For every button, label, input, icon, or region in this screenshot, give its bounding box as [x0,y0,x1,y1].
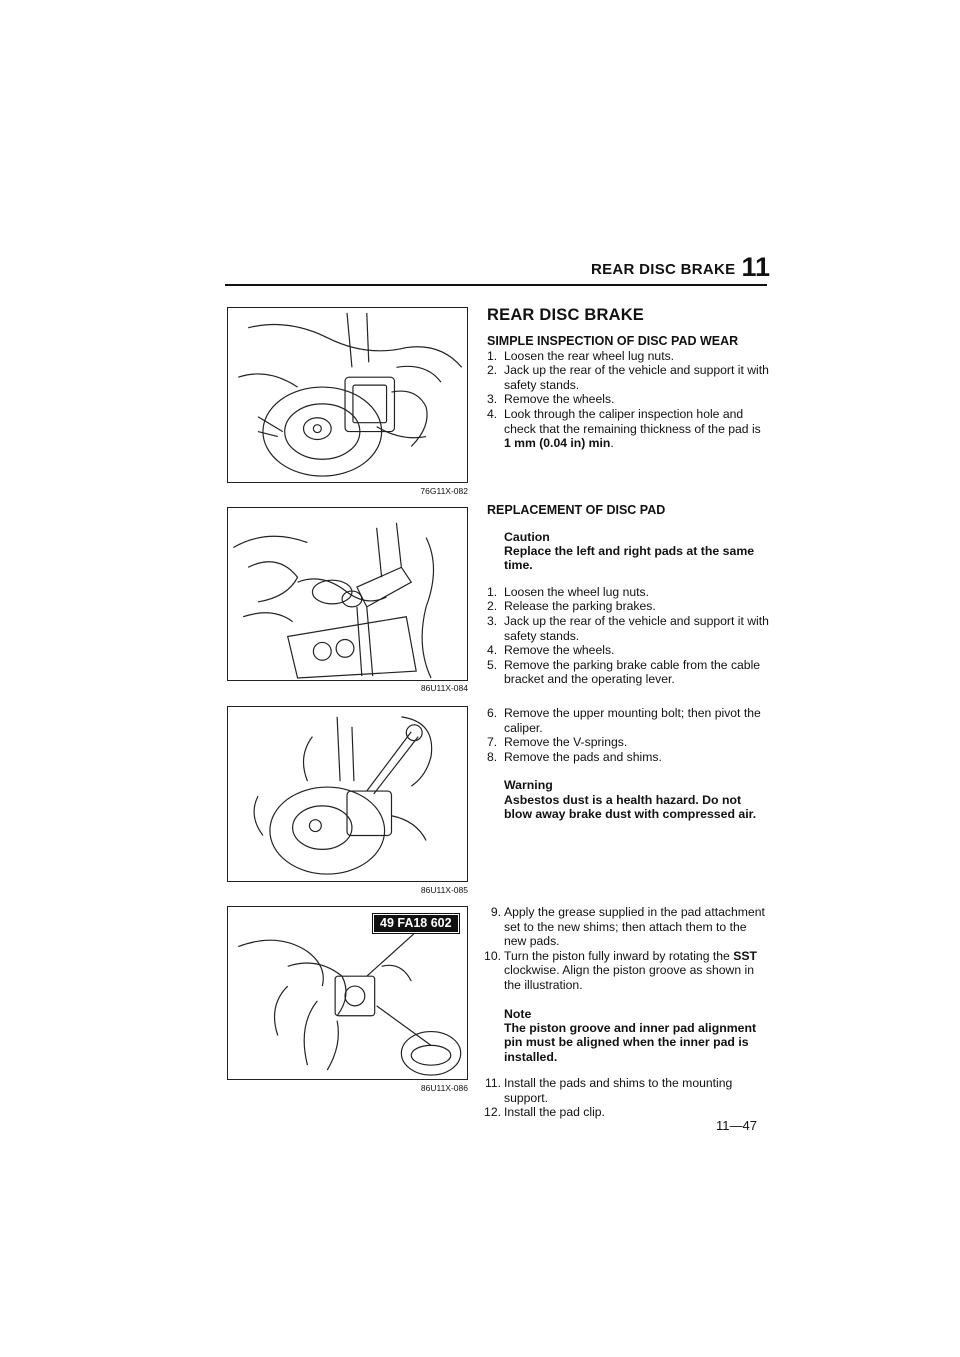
list-item: 7.Remove the V-springs. [487,735,628,750]
header-title: REAR DISC BRAKE [590,261,736,278]
caution-block: Caution Replace the left and right pads … [504,530,769,573]
list-item: 5.Remove the parking brake cable from th… [487,657,761,687]
inspection-section: SIMPLE INSPECTION OF DISC PAD WEAR 1.Loo… [487,334,769,451]
list-item: 8.Remove the pads and shims. [487,749,662,764]
warning-label: Warning [504,778,553,793]
list-item: 3.Jack up the rear of the vehicle and su… [487,614,769,643]
caution-label: Caution [504,529,550,544]
replacement-steps-b-section: 6.Remove the upper mounting bolt; then p… [487,706,769,822]
replacement-heading: REPLACEMENT OF DISC PAD [487,503,666,517]
brake-assembly-illustration [238,312,463,477]
replacement-section: REPLACEMENT OF DISC PAD Caution Replace … [487,503,769,687]
list-item: 3.Remove the wheels. [487,392,615,407]
list-item: 1.Loosen the wheel lug nuts. [487,584,650,599]
parking-cable-illustration [233,522,435,679]
note-label: Note [504,1006,532,1021]
replacement-steps-11-12: 11.Install the pads and shims to the mou… [479,1076,769,1120]
sst-tool-number: 49 FA18 602 [372,913,460,934]
chapter-number: 11 [741,252,770,282]
list-item: 1.Loosen the rear wheel lug nuts. [487,348,675,363]
list-item: 11.Install the pads and shims to the mou… [484,1076,733,1105]
inspection-steps: 1.Loosen the rear wheel lug nuts. 2.Jack… [487,349,769,451]
note-block: Note The piston groove and inner pad ali… [504,1007,769,1065]
list-item: 2.Release the parking brakes. [487,599,656,614]
figure-parking-cable-removal [227,507,468,681]
caliper-pivot-illustration [253,716,433,875]
page-number: 11—47 [716,1118,757,1133]
figure-caliper-pivot [227,706,468,882]
list-item: 9.Apply the grease supplied in the pad a… [490,905,765,949]
figure-2-caption: 86U11X-084 [420,683,468,693]
figure-disc-brake-inspection [227,307,468,483]
replacement-steps-c-section: 9.Apply the grease supplied in the pad a… [479,905,769,1120]
replacement-steps-b: 6.Remove the upper mounting bolt; then p… [487,706,769,764]
list-item: 2.Jack up the rear of the vehicle and su… [487,363,769,392]
header-rule [225,284,767,286]
list-item: 12.Install the pad clip. [484,1105,605,1120]
page-header: REAR DISC BRAKE 11 [560,252,770,283]
list-item: 10.Turn the piston fully inward by rotat… [484,948,757,992]
list-item: 6.Remove the upper mounting bolt; then p… [487,706,761,735]
figure-piston-rotation [227,906,468,1080]
inspection-heading: SIMPLE INSPECTION OF DISC PAD WEAR [487,334,739,348]
section-title: REAR DISC BRAKE [487,306,645,324]
note-text: The piston groove and inner pad alignmen… [504,1020,757,1064]
list-item: 4.Look through the caliper inspection ho… [487,406,761,451]
replacement-steps-9-10: 9.Apply the grease supplied in the pad a… [479,905,769,993]
figure-1-caption: 76G11X-082 [420,486,468,496]
piston-rotation-illustration [238,931,462,1076]
sst-tool-label: 49 FA18 602 [372,913,460,934]
warning-text: Asbestos dust is a health hazard. Do not… [504,792,757,822]
warning-block: Warning Asbestos dust is a health hazard… [504,778,769,821]
list-item: 4.Remove the wheels. [487,643,615,658]
figure-4-caption: 86U11X-086 [420,1083,468,1093]
figure-3-caption: 86U11X-085 [420,885,468,895]
caution-text: Replace the left and right pads at the s… [504,544,755,573]
replacement-steps-a: 1.Loosen the wheel lug nuts. 2.Release t… [487,585,769,687]
